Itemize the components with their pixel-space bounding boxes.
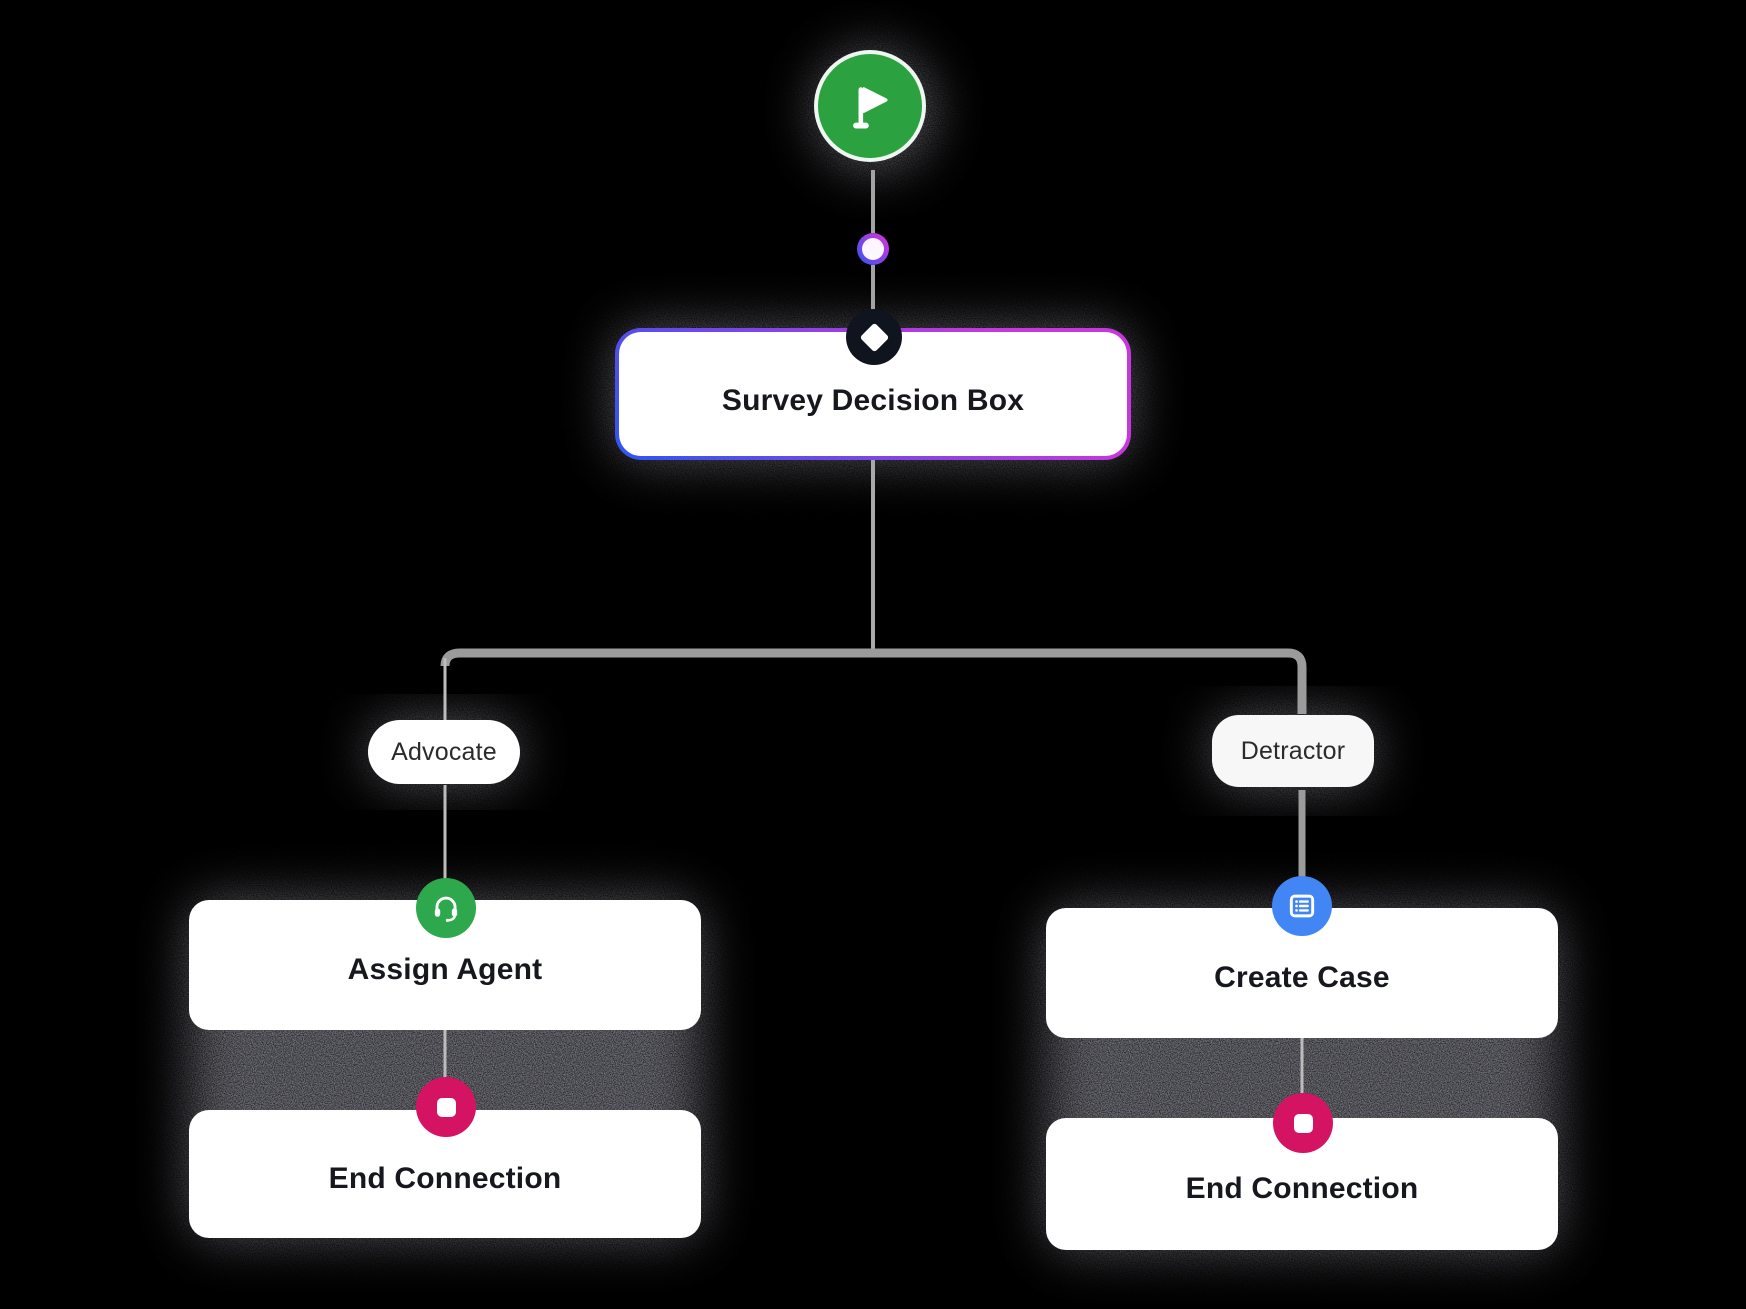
detractor-text: Detractor bbox=[1240, 736, 1346, 765]
diamond-badge[interactable] bbox=[846, 309, 902, 365]
end-connection-left-label: End Connection bbox=[328, 1162, 562, 1195]
list-icon bbox=[1286, 890, 1318, 922]
connection-dot[interactable] bbox=[857, 233, 889, 265]
stop-icon bbox=[1293, 1113, 1313, 1133]
start-node[interactable] bbox=[814, 50, 926, 162]
branch-label-advocate[interactable]: Advocate bbox=[368, 720, 520, 784]
flag-icon bbox=[841, 77, 899, 135]
headset-icon bbox=[429, 891, 463, 925]
assign-agent-label: Assign Agent bbox=[347, 953, 543, 986]
end-connection-right-label: End Connection bbox=[1185, 1172, 1419, 1205]
advocate-text: Advocate bbox=[391, 737, 497, 766]
stop-icon bbox=[436, 1097, 456, 1117]
create-case-badge[interactable] bbox=[1272, 876, 1332, 936]
end-connection-left-badge[interactable] bbox=[416, 1077, 476, 1137]
create-case-label: Create Case bbox=[1214, 961, 1390, 994]
branch-label-detractor[interactable]: Detractor bbox=[1212, 715, 1374, 787]
diamond-icon bbox=[859, 322, 889, 352]
assign-agent-badge[interactable] bbox=[416, 878, 476, 938]
decision-label: Survey Decision Box bbox=[721, 384, 1025, 417]
edge-split-bar bbox=[440, 648, 1307, 714]
end-connection-right-badge[interactable] bbox=[1273, 1093, 1333, 1153]
